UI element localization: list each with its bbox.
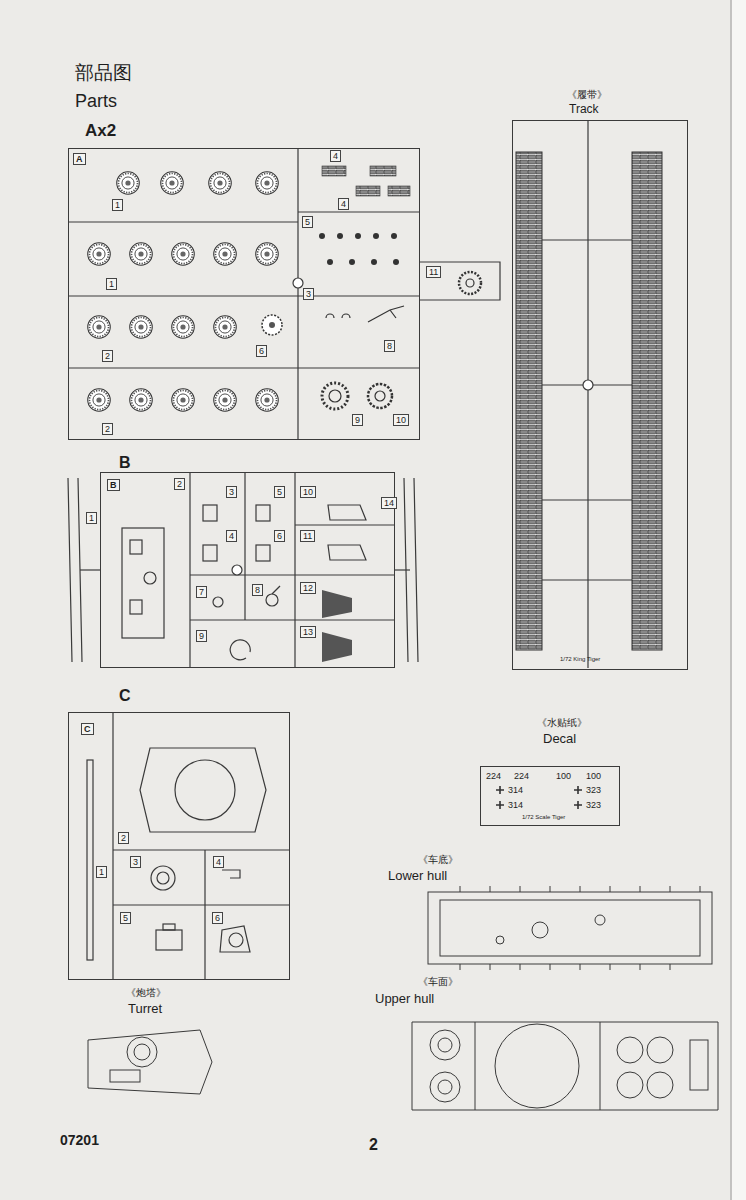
callout-number: 4 [213,856,224,868]
callout-number: 3 [226,486,237,498]
callout-number: 4 [330,150,341,162]
callout-number: 8 [252,584,263,596]
callout-number: 12 [300,582,316,594]
decal-text: 314 [508,785,523,795]
callout-number: 11 [300,530,315,542]
callout-number: 2 [102,423,113,435]
callout-number: 1 [112,199,123,211]
callout-number: 2 [102,350,113,362]
drawing-label: Parts [75,91,117,112]
decal-text: 323 [586,785,601,795]
sprue-letter: C [81,723,94,735]
callout-number: 6 [274,530,285,542]
callout-number: 10 [300,486,316,498]
drawing-label: 《车面》 [418,976,458,988]
callout-number: 8 [384,340,395,352]
decal-text: 314 [508,800,523,810]
decal-text: 100 [586,771,601,781]
group-heading: Ax2 [85,121,116,141]
callout-number: 2 [174,478,185,490]
decal-text: 1/72 King Tiger [560,656,600,663]
decal-text: 224 [486,771,501,781]
drawing-label: 07201 [60,1132,99,1148]
callout-number: 7 [196,586,207,598]
callout-number: 13 [300,626,316,638]
callout-number: 6 [256,345,267,357]
decal-text: 1/72 Scale Tiger [522,814,565,821]
drawing-label: Upper hull [375,992,434,1007]
drawing-label: 《炮塔》 [126,987,166,999]
group-heading: B [119,454,131,472]
callout-number: 2 [118,832,129,844]
callout-number: 9 [352,414,363,426]
callout-number: 10 [393,414,409,426]
group-heading: Track [569,103,599,117]
callout-number: 5 [302,216,313,228]
callout-number: 3 [303,288,314,300]
group-heading: 《履带》 [567,89,607,101]
group-heading: 《水贴纸》 [537,717,587,729]
drawing-label: 《车底》 [418,854,458,866]
callout-number: 3 [130,856,141,868]
callout-number: 1 [96,866,107,878]
drawing-label: Turret [128,1002,162,1017]
callout-number: 9 [196,630,207,642]
sprue-frame: CC [68,712,290,980]
callout-number: 5 [120,912,131,924]
callout-number: 11 [426,266,441,278]
sprue-frame: Ax2A [68,148,420,440]
callout-number: 1 [106,278,117,290]
callout-number: 4 [226,530,237,542]
drawing-label: Lower hull [388,869,447,884]
group-heading: Decal [543,732,576,747]
sprue-letter: A [73,153,86,165]
page-title: 部品图 [75,62,132,84]
decal-text: 224 [514,771,529,781]
drawing-label: 2 [369,1136,378,1154]
track-sprue: 《履带》Track [512,120,688,670]
callout-number: 4 [338,198,349,210]
decal-text: 323 [586,800,601,810]
callout-number: 6 [212,912,223,924]
group-heading: C [119,687,131,705]
callout-number: 5 [274,486,285,498]
callout-number: 14 [381,497,397,509]
decal-text: 100 [556,771,571,781]
callout-number: 1 [86,512,97,524]
sprue-frame: BB [100,472,395,668]
sprue-letter: B [107,479,120,491]
